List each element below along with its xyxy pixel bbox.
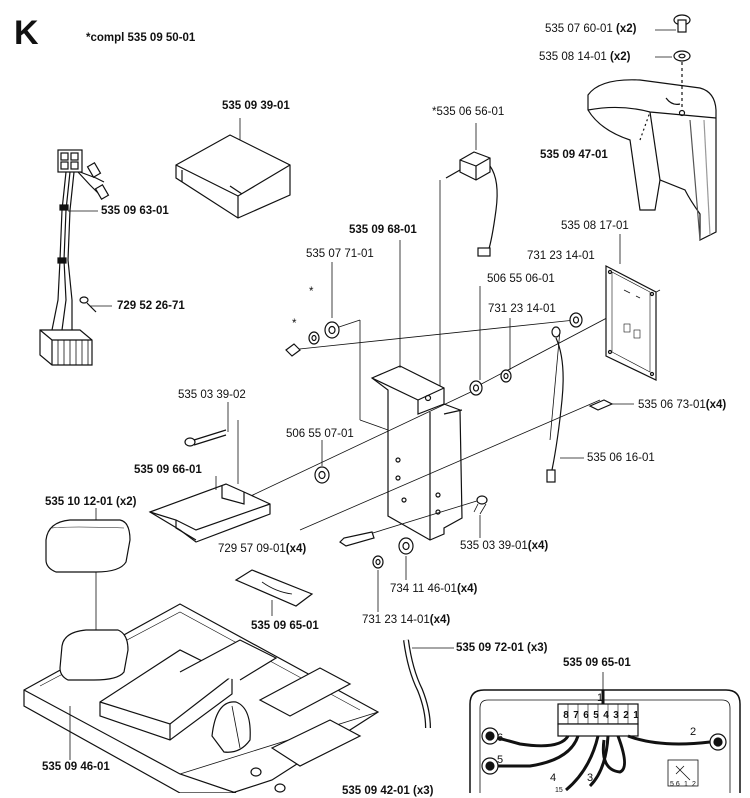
label-washer-upper: 731 23 14-01: [527, 250, 595, 262]
label-washer-lower-mid: 731 23 14-01: [488, 303, 556, 315]
part-number: 535 10 12-01: [45, 496, 113, 508]
switch-drawing: [439, 123, 498, 390]
section-letter: K: [14, 14, 39, 52]
part-number: 535 09 42-01: [342, 785, 410, 797]
wire-number-6: 6: [497, 732, 504, 744]
terminal-8: 8: [563, 710, 569, 721]
top-washers-drawing: [655, 14, 691, 117]
clip-drawing: [148, 420, 271, 543]
inset-bottom-number: 15: [555, 787, 563, 794]
quantity: (x4): [705, 399, 727, 411]
label-switch: *535 06 56-01: [432, 106, 505, 118]
assembly-note: *compl 535 09 50-01: [86, 32, 196, 44]
part-number: 535 07 60-01: [545, 23, 613, 35]
terminal-1: 1: [633, 710, 639, 721]
label-harness: 535 09 63-01: [101, 205, 169, 217]
label-nut-mid: 506 55 06-01: [487, 273, 555, 285]
small-box-label-56: 5 6: [670, 781, 680, 788]
pad-drawing: [45, 508, 131, 640]
bottom-hardware-drawing: [339, 495, 488, 612]
label-base: 535 09 46-01: [42, 761, 110, 773]
part-number: 731 23 14-01: [362, 614, 430, 626]
label-screw-right: 535 06 73-01(x4): [638, 399, 726, 412]
terminal-2: 2: [623, 710, 629, 721]
part-number: 535 09 72-01: [456, 642, 524, 654]
label-washer-bottom: 731 23 14-01(x4): [362, 614, 450, 627]
nut-left-drawing: [314, 440, 330, 484]
label-hose: 535 09 72-01 (x3): [456, 642, 547, 655]
bracket-drawing: [370, 240, 463, 541]
quantity: (x3): [527, 642, 548, 654]
quantity: (x4): [456, 583, 478, 595]
wire-number-5: 5: [497, 754, 504, 766]
hose-drawing: [403, 639, 454, 729]
part-number: 535 06 73-01: [638, 399, 706, 411]
wire-number-2: 2: [690, 726, 697, 738]
wiring-inset-drawing: [469, 672, 741, 793]
label-washer-top: 535 07 60-01 (x2): [545, 23, 636, 36]
star-mark: *: [292, 318, 297, 330]
cover-top-drawing: [175, 118, 291, 219]
label-bottom-cut: 535 09 42-01 (x3): [342, 785, 433, 798]
terminal-4: 4: [603, 710, 609, 721]
label-decal: 535 09 65-01: [251, 620, 319, 632]
label-screw-bottom: 729 57 09-01(x4): [218, 543, 306, 556]
middle-hardware-drawing: [469, 286, 634, 483]
small-box-label-2: 2: [692, 781, 696, 788]
bolt-left-drawing: [184, 402, 229, 447]
harness-drawing: [39, 149, 112, 366]
decal-drawing: [234, 569, 314, 616]
terminal-5: 5: [593, 710, 599, 721]
label-pad: 535 10 12-01 (x2): [45, 496, 136, 509]
label-clip: 535 09 66-01: [134, 464, 202, 476]
star-mark: *: [309, 286, 314, 298]
wire-number-4: 4: [550, 772, 557, 784]
label-bolt-left: 535 03 39-02: [178, 389, 246, 401]
quantity: (x2): [616, 23, 637, 35]
label-washer-second: 535 08 14-01 (x2): [539, 51, 630, 64]
part-number: 535 03 39-01: [460, 540, 528, 552]
part-number: 729 57 09-01: [218, 543, 286, 555]
label-bolt-bottom: 535 03 39-01(x4): [460, 540, 548, 553]
wire-number-3: 3: [587, 772, 594, 784]
small-box-label-1: 1: [684, 781, 688, 788]
wire-number-1: 1: [597, 692, 604, 704]
label-cable: 535 06 16-01: [587, 452, 655, 464]
quantity: (x3): [413, 785, 434, 797]
label-cover-right: 535 09 47-01: [540, 149, 608, 161]
terminal-7: 7: [573, 710, 579, 721]
label-bracket: 535 09 68-01: [349, 224, 417, 236]
terminal-6: 6: [583, 710, 589, 721]
label-decal-inset: 535 09 65-01: [563, 657, 631, 669]
label-spacer-left: 535 07 71-01: [306, 248, 374, 260]
label-nut-bottom: 734 11 46-01(x4): [390, 583, 477, 596]
label-screw-harness: 729 52 26-71: [117, 300, 185, 312]
quantity: (x2): [610, 51, 631, 63]
terminal-3: 3: [613, 710, 619, 721]
label-nut-left: 506 55 07-01: [286, 428, 354, 440]
cover-right-drawing: [587, 79, 717, 241]
plate-drawing: [605, 234, 657, 381]
label-cover-top: 535 09 39-01: [222, 100, 290, 112]
spacers-drawing: [285, 262, 340, 357]
quantity: (x4): [527, 540, 549, 552]
label-plate: 535 08 17-01: [561, 220, 629, 232]
part-number: 734 11 46-01: [390, 583, 457, 595]
quantity: (x4): [285, 543, 307, 555]
base-drawing: [23, 603, 380, 793]
part-number: 535 08 14-01: [539, 51, 607, 63]
quantity: (x4): [429, 614, 451, 626]
quantity: (x2): [116, 496, 137, 508]
